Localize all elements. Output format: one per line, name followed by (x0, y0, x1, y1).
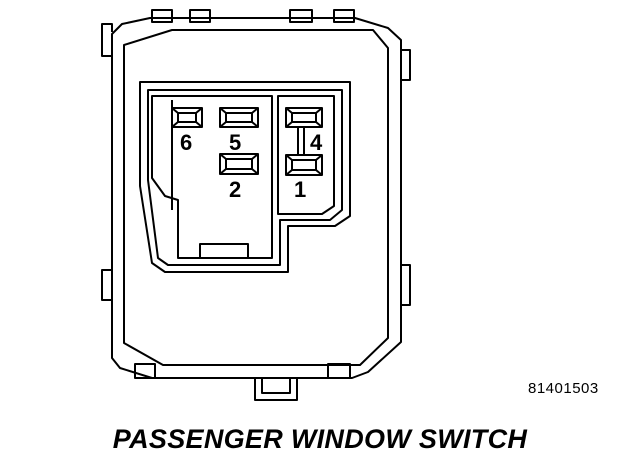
terminal-pin-1 (285, 154, 323, 176)
cavity-right-region (277, 95, 335, 215)
side-tabs (101, 23, 411, 306)
pin-label-2: 2 (229, 177, 241, 202)
bottom-tab-right (327, 363, 351, 379)
diagram-caption: PASSENGER WINDOW SWITCH (112, 424, 528, 454)
pin-label-5: 5 (229, 130, 241, 155)
bottom-latch (254, 378, 298, 401)
cavity-left-region (151, 95, 273, 259)
connector-housing (111, 17, 402, 379)
figure-number: 81401503 (528, 380, 599, 397)
terminal-pin-5 (219, 107, 259, 128)
terminal-pin-4 (285, 107, 323, 128)
housing-inner-outline (123, 29, 389, 366)
terminal-pin-6 (171, 107, 203, 128)
pin-label-6: 6 (180, 130, 192, 155)
pin-label-1: 1 (294, 177, 306, 202)
terminal-pin-2 (219, 153, 259, 175)
bottom-tab-left (134, 363, 156, 379)
cavity-block-inner (147, 89, 343, 266)
pin-label-4: 4 (310, 130, 323, 155)
cavity-block-outer (139, 81, 351, 273)
cavity-notch (199, 243, 249, 258)
jumper-link-4-1 (297, 127, 305, 155)
top-tabs (151, 9, 355, 23)
